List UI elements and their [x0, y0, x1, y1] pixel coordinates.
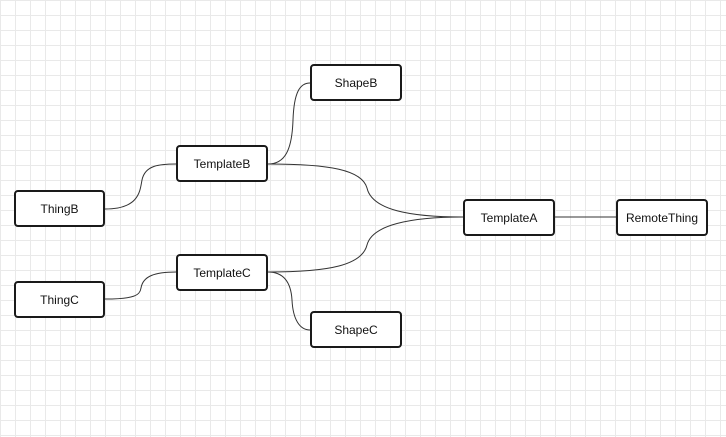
node-remotething[interactable]: RemoteThing: [616, 199, 708, 236]
node-label: ThingB: [40, 201, 79, 216]
edge-templatec-shapec[interactable]: [267, 271, 311, 331]
node-label: ShapeC: [334, 322, 378, 337]
node-label: TemplateA: [480, 210, 538, 225]
edge-templateb-shapeb[interactable]: [267, 82, 311, 165]
edge-templatec-templatea[interactable]: [267, 216, 464, 273]
node-label: ThingC: [40, 292, 79, 307]
node-thingc[interactable]: ThingC: [14, 281, 105, 318]
edge-templateb-templatea[interactable]: [267, 163, 464, 218]
node-templateb[interactable]: TemplateB: [176, 145, 268, 182]
node-templatea[interactable]: TemplateA: [463, 199, 555, 236]
edge-thingb-templateb[interactable]: [104, 163, 177, 210]
node-shapeb[interactable]: ShapeB: [310, 64, 402, 101]
node-label: TemplateC: [193, 265, 251, 280]
edge-thingc-templatec[interactable]: [104, 271, 177, 300]
node-shapec[interactable]: ShapeC: [310, 311, 402, 348]
node-label: RemoteThing: [625, 210, 699, 225]
node-templatec[interactable]: TemplateC: [176, 254, 268, 291]
node-thingb[interactable]: ThingB: [14, 190, 105, 227]
node-label: ShapeB: [334, 75, 378, 90]
node-label: TemplateB: [193, 156, 251, 171]
